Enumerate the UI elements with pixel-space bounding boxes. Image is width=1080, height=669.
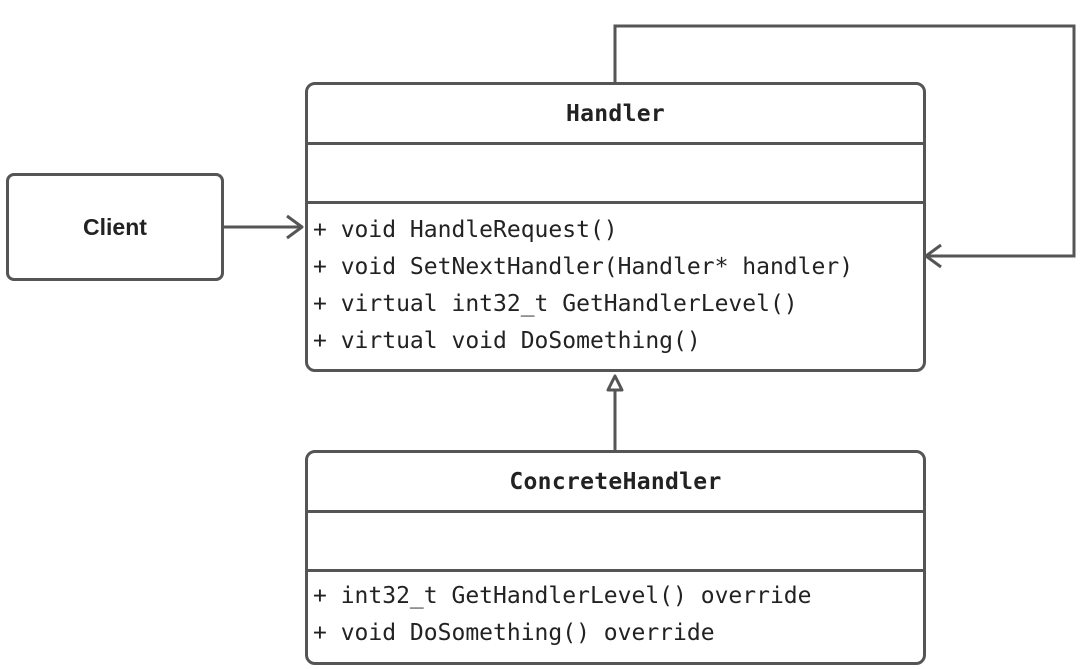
concrete-handler-methods-section: + int32_t GetHandlerLevel() override + v…	[308, 572, 923, 652]
handler-self-loop-line	[613, 24, 1076, 258]
inheritance-triangle	[606, 374, 624, 392]
handler-methods-section: + void HandleRequest() + void SetNextHan…	[308, 204, 923, 360]
handler-method: + virtual int32_t GetHandlerLevel()	[313, 291, 798, 317]
concrete-handler-attributes-section	[308, 513, 923, 572]
handler-class-box: Handler + void HandleRequest() + void Se…	[305, 82, 926, 372]
handler-self-loop-arrowhead	[924, 243, 942, 269]
client-to-handler-arrowhead	[286, 214, 304, 240]
handler-class-name: Handler	[308, 85, 923, 145]
concrete-handler-class-box: ConcreteHandler + int32_t GetHandlerLeve…	[305, 450, 926, 665]
client-box: Client	[6, 173, 224, 281]
concrete-handler-class-name: ConcreteHandler	[308, 453, 923, 513]
handler-method: + void SetNextHandler(Handler* handler)	[313, 254, 854, 280]
concrete-handler-method: + int32_t GetHandlerLevel() override	[313, 583, 812, 609]
client-label: Client	[83, 213, 147, 240]
handler-attributes-section	[308, 145, 923, 204]
concrete-handler-method: + void DoSomething() override	[313, 620, 715, 646]
handler-method: + void HandleRequest()	[313, 217, 618, 243]
handler-method: + virtual void DoSomething()	[313, 328, 701, 354]
